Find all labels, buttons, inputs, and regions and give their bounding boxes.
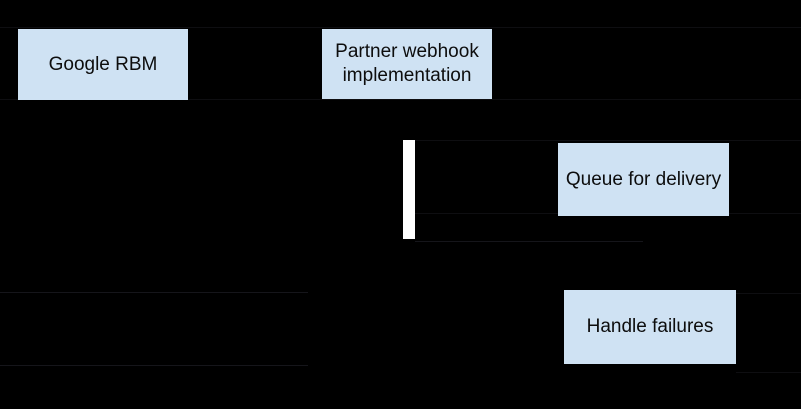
node-queue-for-delivery-label: Queue for delivery [565, 168, 722, 190]
node-partner-webhook-implementation: Partner webhook implementation [322, 29, 492, 99]
activation-bar [403, 140, 415, 239]
hairline-top-border [0, 27, 801, 28]
hairline-participant-bottom [0, 99, 801, 100]
hairline-failures-bottom-left [0, 365, 308, 366]
hairline-failures-top-right [736, 293, 801, 294]
node-handle-failures: Handle failures [564, 290, 736, 364]
node-handle-failures-label: Handle failures [586, 316, 714, 338]
hairline-failures-bottom-right [736, 372, 801, 373]
hairline-arrow-to-handle-failures [415, 241, 643, 242]
node-partner-webhook-implementation-label: Partner webhook implementation [335, 41, 479, 86]
node-google-rbm-label: Google RBM [48, 53, 158, 75]
hairline-failures-top-left [0, 292, 308, 293]
node-queue-for-delivery: Queue for delivery [558, 143, 729, 216]
hairline-queue-top [415, 140, 801, 141]
node-google-rbm: Google RBM [18, 29, 188, 100]
